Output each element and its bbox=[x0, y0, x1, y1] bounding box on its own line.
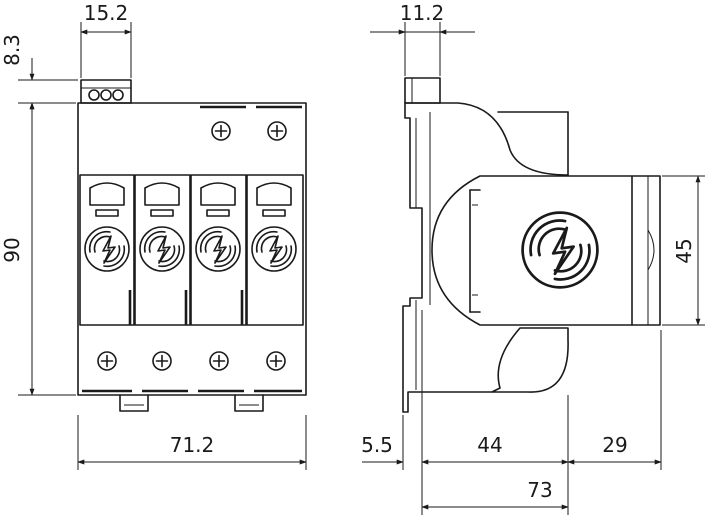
dim-side-depth-front: 29 bbox=[602, 433, 627, 457]
front-din-clip-1 bbox=[119, 394, 149, 412]
side-plug-module bbox=[431, 175, 661, 326]
dim-front-height: 90 bbox=[0, 237, 24, 262]
front-top-screw-1 bbox=[211, 121, 231, 141]
front-din-clip-2 bbox=[234, 394, 264, 412]
side-terminal bbox=[404, 77, 441, 104]
side-base-body bbox=[402, 102, 569, 413]
front-module-2 bbox=[134, 174, 191, 326]
dim-front-width: 71.2 bbox=[170, 433, 215, 457]
side-dimension-lines: 11.2 45 5.5 44 29 73 bbox=[361, 1, 705, 515]
dim-side-offset: 5.5 bbox=[361, 433, 393, 457]
dim-side-depth-mid: 44 bbox=[477, 433, 502, 457]
dim-side-terminal-width: 11.2 bbox=[400, 1, 445, 25]
front-bottom-screw-2 bbox=[152, 351, 172, 371]
dim-side-total-depth: 73 bbox=[527, 478, 552, 502]
front-module-3 bbox=[190, 174, 247, 326]
front-dimension-lines: 15.2 8.3 90 71.2 bbox=[0, 1, 307, 470]
front-terminal-block bbox=[80, 79, 132, 104]
front-module-4 bbox=[246, 174, 304, 326]
front-bottom-screw-4 bbox=[266, 351, 286, 371]
front-bottom-screw-1 bbox=[97, 351, 117, 371]
dim-front-terminal-height: 8.3 bbox=[0, 34, 24, 66]
front-top-screw-2 bbox=[267, 121, 287, 141]
dim-front-terminal-width: 15.2 bbox=[84, 1, 129, 25]
front-view bbox=[77, 79, 307, 412]
side-surge-icon bbox=[521, 211, 599, 289]
front-module-1 bbox=[79, 174, 135, 326]
front-base-body bbox=[77, 102, 307, 396]
side-view bbox=[402, 77, 661, 413]
dim-side-module-height: 45 bbox=[672, 238, 696, 263]
front-bottom-screw-3 bbox=[209, 351, 229, 371]
